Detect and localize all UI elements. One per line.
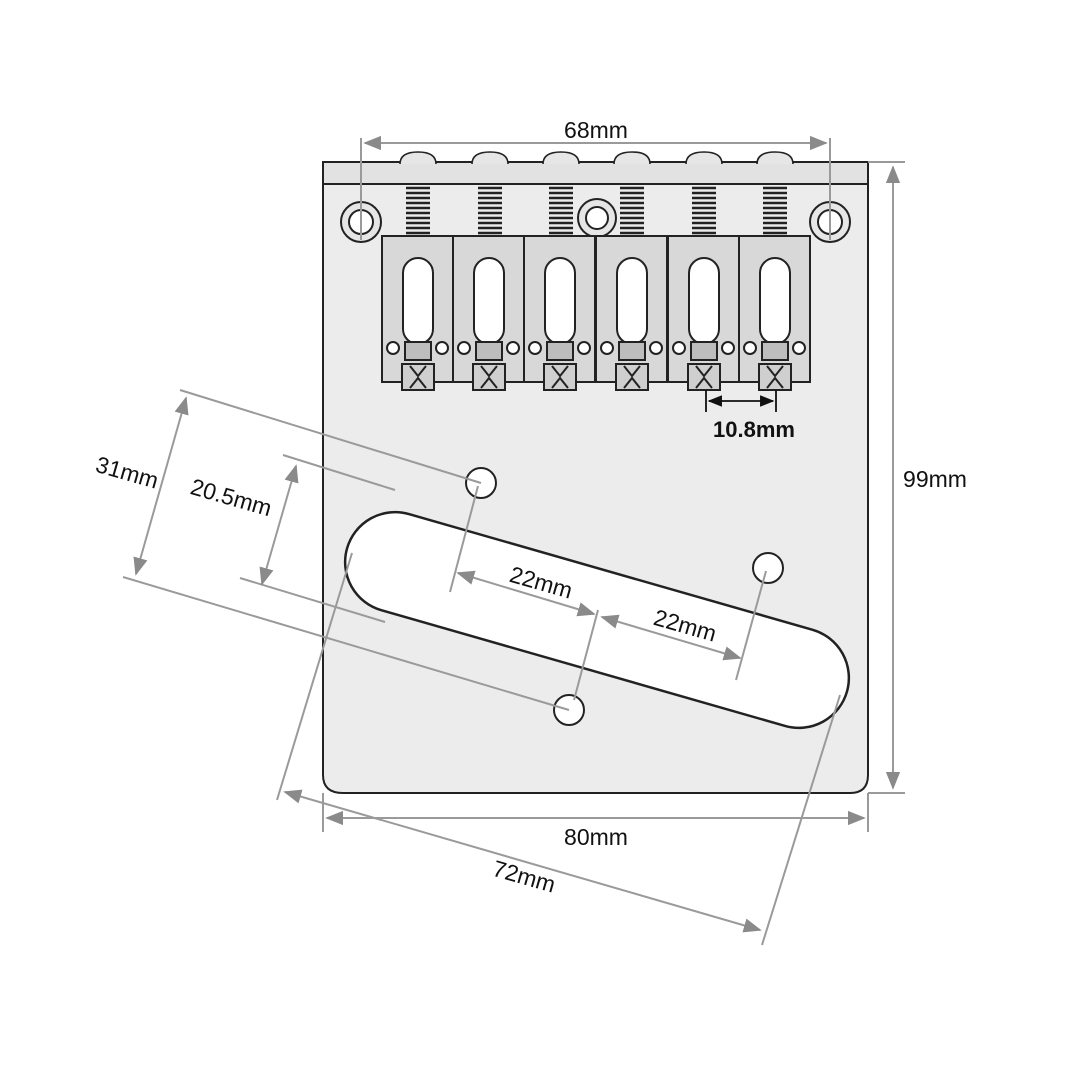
screw-heads [399, 151, 794, 165]
label-inner-offset: 20.5mm [188, 473, 275, 521]
label-saddle-spacing: 10.8mm [713, 417, 795, 442]
label-outer-offset: 31mm [93, 451, 162, 494]
label-top-width: 68mm [564, 117, 628, 143]
label-bottom-width: 80mm [564, 824, 628, 850]
saddle-6 [738, 235, 811, 391]
saddle-3 [523, 235, 596, 391]
saddles [381, 235, 811, 391]
dimension-lines [122, 135, 905, 946]
saddle-2 [452, 235, 525, 391]
saddle-4 [595, 235, 668, 391]
saddle-1 [381, 235, 454, 391]
saddle-spacing-dimension [705, 390, 777, 412]
label-height: 99mm [903, 466, 967, 492]
saddle-5 [667, 235, 740, 391]
saddle-springs [406, 186, 787, 235]
